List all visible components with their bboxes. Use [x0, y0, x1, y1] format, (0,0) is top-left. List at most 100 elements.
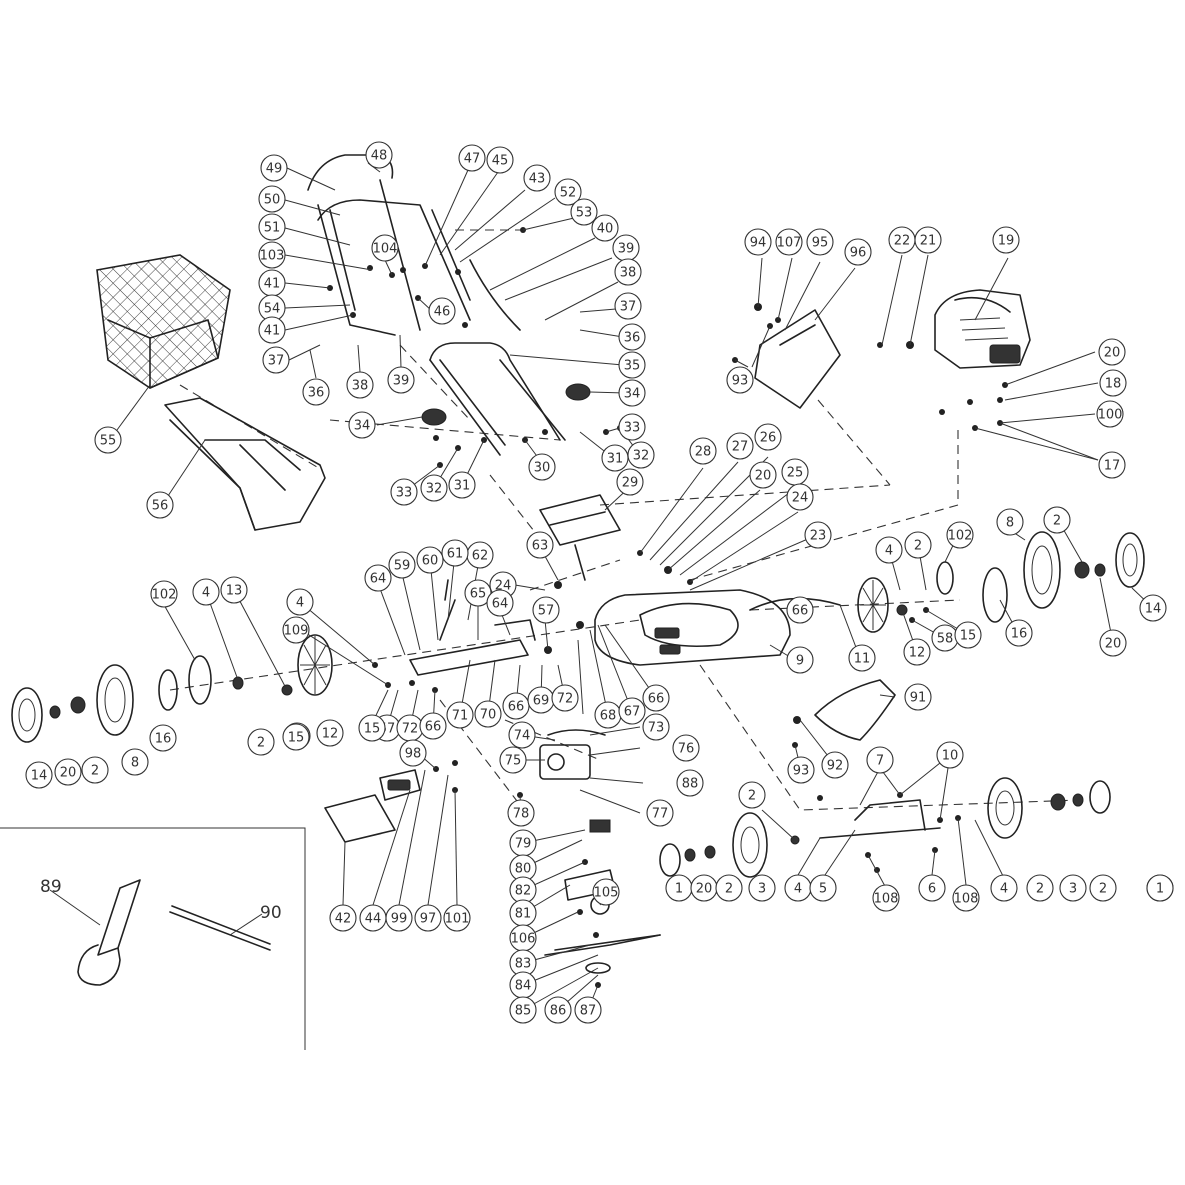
callout-number: 102	[948, 529, 973, 544]
inset-label-89: 89	[40, 877, 62, 897]
callout-circle	[726, 366, 754, 394]
callout-number: 25	[787, 466, 804, 481]
callout-number: 93	[793, 764, 810, 779]
callout-number: 61	[447, 547, 464, 562]
callout-circle	[574, 996, 602, 1024]
callout-number: 43	[529, 172, 546, 187]
callout-part-48: 48	[365, 141, 393, 169]
callout-number: 73	[648, 721, 665, 736]
callout-part-15: 15	[282, 723, 310, 751]
mower-deck	[594, 589, 791, 666]
callout-number: 11	[854, 652, 871, 667]
callout-number: 78	[513, 807, 530, 822]
front-wheel-set	[659, 777, 1111, 878]
callout-part-52: 52	[554, 178, 582, 206]
callout-part-80: 80	[509, 854, 537, 882]
callout-part-109: 109	[282, 616, 310, 644]
callout-circle	[486, 146, 514, 174]
callout-circle	[544, 996, 572, 1024]
callout-part-73: 73	[642, 713, 670, 741]
right-rear-wheel-set	[857, 531, 1145, 633]
callout-circle	[1026, 874, 1054, 902]
callout-part-6: 6	[918, 874, 946, 902]
callout-part-108: 108	[952, 884, 980, 912]
callout-part-34: 34	[348, 411, 376, 439]
callout-number: 2	[1036, 882, 1044, 897]
callout-circle	[486, 589, 514, 617]
callout-part-41: 41	[258, 316, 286, 344]
callout-part-32: 32	[420, 474, 448, 502]
callout-part-20: 20	[1099, 629, 1127, 657]
callout-number: 20	[1104, 346, 1121, 361]
callout-part-31: 31	[601, 444, 629, 472]
callout-number: 81	[515, 907, 532, 922]
callout-number: 39	[618, 242, 635, 257]
callout-number: 68	[600, 709, 617, 724]
callout-part-45: 45	[486, 146, 514, 174]
callout-circle	[523, 164, 551, 192]
callout-circle	[992, 226, 1020, 254]
callout-number: 51	[264, 221, 281, 236]
callout-part-69: 69	[527, 686, 555, 714]
callout-part-2: 2	[1089, 874, 1117, 902]
callout-part-70: 70	[474, 700, 502, 728]
callout-part-99: 99	[385, 904, 413, 932]
callout-part-72: 72	[551, 684, 579, 712]
callout-number: 4	[885, 544, 893, 559]
callout-part-93: 93	[787, 756, 815, 784]
callout-number: 4	[296, 596, 304, 611]
callout-number: 4	[202, 586, 210, 601]
callout-part-37: 37	[262, 346, 290, 374]
callout-part-39: 39	[387, 366, 415, 394]
callout-circle	[821, 751, 849, 779]
callout-part-1: 1	[665, 874, 693, 902]
callout-number: 50	[264, 193, 281, 208]
callout-circle	[646, 799, 674, 827]
callout-part-2: 2	[715, 874, 743, 902]
callout-circle	[952, 884, 980, 912]
callout-circle	[990, 874, 1018, 902]
callout-number: 79	[515, 837, 532, 852]
callout-part-16: 16	[1005, 619, 1033, 647]
callout-circle	[996, 508, 1024, 536]
callout-number: 31	[454, 479, 471, 494]
callout-circle	[1099, 629, 1127, 657]
callout-circle	[499, 746, 527, 774]
callout-circle	[387, 366, 415, 394]
callout-part-50: 50	[258, 185, 286, 213]
callout-number: 109	[284, 624, 309, 639]
callout-number: 23	[810, 529, 827, 544]
callout-part-57: 57	[532, 596, 560, 624]
callout-number: 8	[1006, 516, 1014, 531]
callout-part-104: 104	[371, 234, 399, 262]
callout-circle	[149, 724, 177, 752]
callout-part-24: 24	[786, 483, 814, 511]
callout-number: 63	[532, 539, 549, 554]
callout-number: 8	[131, 756, 139, 771]
callout-number: 33	[396, 486, 413, 501]
callout-part-33: 33	[390, 478, 418, 506]
callout-circle	[388, 551, 416, 579]
callout-part-103: 103	[258, 241, 286, 269]
callout-part-15: 15	[358, 714, 386, 742]
callout-number: 36	[308, 386, 325, 401]
callout-circle	[754, 423, 782, 451]
left-rear-wheel-set	[11, 634, 333, 743]
callout-number: 35	[624, 359, 641, 374]
callout-number: 107	[777, 236, 802, 251]
callout-number: 44	[365, 912, 382, 927]
callout-number: 58	[937, 632, 954, 647]
callout-number: 3	[758, 882, 766, 897]
callout-number: 87	[580, 1004, 597, 1019]
callout-part-108: 108	[872, 884, 900, 912]
callout-part-106: 106	[509, 924, 537, 952]
callout-circle	[258, 213, 286, 241]
callout-number: 2	[914, 539, 922, 554]
callout-number: 15	[288, 731, 305, 746]
callout-part-10: 10	[936, 741, 964, 769]
callout-number: 2	[748, 789, 756, 804]
callout-number: 16	[155, 732, 172, 747]
callout-number: 21	[920, 234, 937, 249]
callout-number: 32	[633, 449, 650, 464]
callout-circle	[474, 700, 502, 728]
